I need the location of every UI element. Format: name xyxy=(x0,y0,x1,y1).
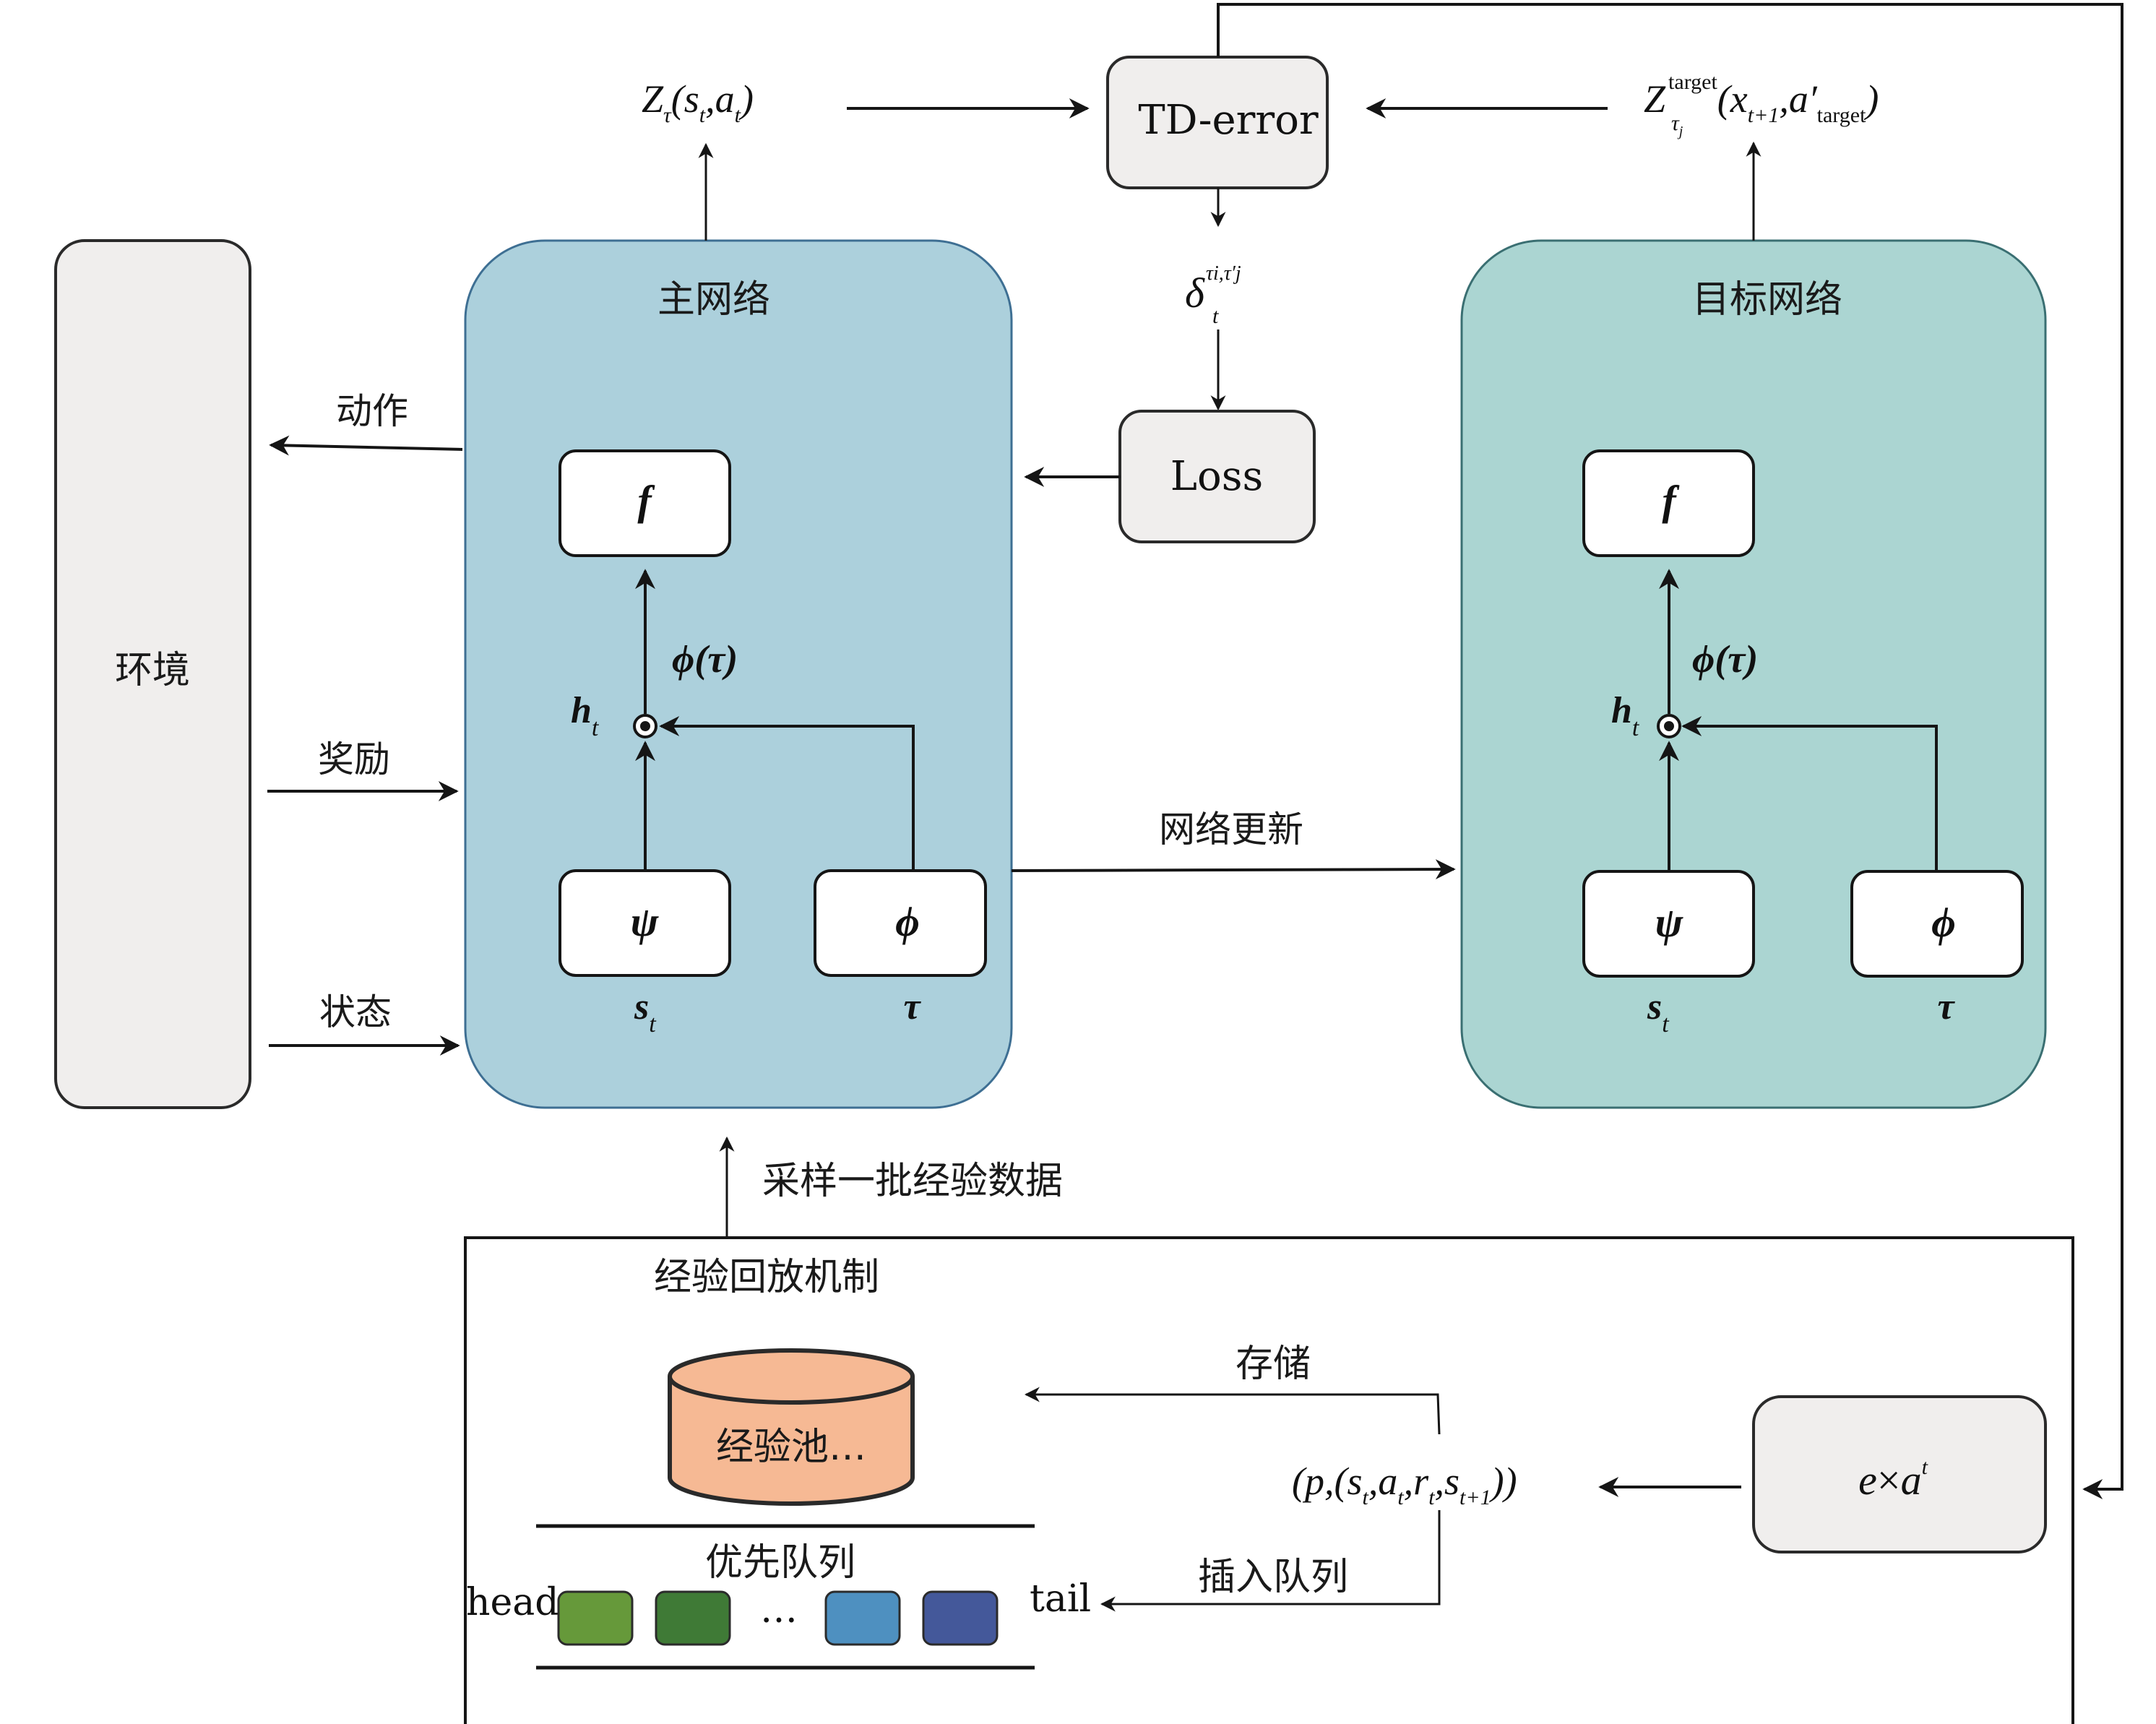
network-update-arrow xyxy=(1011,859,1456,880)
main-f-box xyxy=(559,449,731,557)
td-error-node: TD-error xyxy=(1106,56,1329,189)
state-label: 状态 xyxy=(319,991,392,1033)
replay-title: 经验回放机制 xyxy=(654,1256,879,1299)
sample-batch-label: 采样一批经验数据 xyxy=(762,1160,1063,1203)
z-main-formula: Zτ(st,at) xyxy=(642,77,754,127)
main-phi-to-product-arrow xyxy=(659,716,915,871)
environment-node: 环境 xyxy=(54,239,251,1109)
main-psi-label: ψ xyxy=(631,898,660,945)
insert-queue-arrow xyxy=(1100,1510,1441,1612)
main-network-title: 主网络 xyxy=(657,278,770,322)
queue-items xyxy=(557,1590,999,1646)
store-arrow xyxy=(1024,1387,1441,1435)
main-phi-label: ϕ xyxy=(895,898,920,945)
queue-item xyxy=(655,1590,731,1646)
experience-pool-icon: 经验池… xyxy=(668,1348,915,1506)
td-error-label: TD-error xyxy=(1138,97,1319,144)
target-f-box xyxy=(1582,449,1755,557)
target-phi-label: ϕ xyxy=(1931,899,1956,946)
queue-item xyxy=(824,1590,901,1646)
td-to-priority-loop-arrow xyxy=(1217,3,2123,1499)
queue-item xyxy=(557,1590,634,1646)
loss-node: Loss xyxy=(1118,410,1316,543)
priority-formula: e×at xyxy=(1858,1455,1928,1504)
replay-mechanism-frame xyxy=(464,1236,2074,1724)
target-tau-label: τ xyxy=(1937,986,1955,1027)
target-psi-label: ψ xyxy=(1655,899,1684,946)
delta-sub: t xyxy=(1212,304,1219,328)
target-network: 目标网络 f ψ ϕ ϕ(τ) ht st τ xyxy=(1460,239,2047,1109)
queue-ellipsis: … xyxy=(760,1588,798,1632)
target-phi-tau-label: ϕ(τ) xyxy=(1692,637,1758,681)
main-s-label: st xyxy=(634,986,657,1038)
queue-title: 优先队列 xyxy=(705,1541,855,1585)
delta-formula: δτi,τ′j xyxy=(1185,262,1241,316)
target-network-title: 目标网络 xyxy=(1692,278,1842,322)
main-phi-box xyxy=(814,869,987,977)
store-label: 存储 xyxy=(1236,1342,1311,1386)
action-label: 动作 xyxy=(336,390,408,432)
queue-tail-label: tail xyxy=(1030,1577,1091,1621)
reward-label: 奖励 xyxy=(318,738,390,780)
queue-head-label: head xyxy=(466,1581,559,1624)
environment-label: 环境 xyxy=(115,649,190,692)
loss-label: Loss xyxy=(1170,453,1263,500)
z-target-sub: τj xyxy=(1671,111,1683,139)
action-arrow xyxy=(269,435,463,456)
main-h-label: ht xyxy=(571,690,600,741)
main-tau-label: τ xyxy=(903,986,921,1027)
main-network: 主网络 f ψ ϕ ϕ(τ) ht st τ xyxy=(464,239,1013,1109)
priority-node: e×at xyxy=(1752,1395,2047,1553)
transition-formula: (p,(st,at,rt,st+1)) xyxy=(1292,1460,1517,1509)
main-phi-tau-label: ϕ(τ) xyxy=(672,637,738,681)
target-s-label: st xyxy=(1647,986,1670,1038)
insert-queue-label: 插入队列 xyxy=(1198,1556,1348,1599)
experience-pool-label: 经验池… xyxy=(716,1426,866,1469)
target-h-label: ht xyxy=(1611,690,1640,741)
queue-item xyxy=(922,1590,999,1646)
target-phi-to-product-arrow xyxy=(1681,716,1938,871)
network-update-label: 网络更新 xyxy=(1159,809,1303,850)
